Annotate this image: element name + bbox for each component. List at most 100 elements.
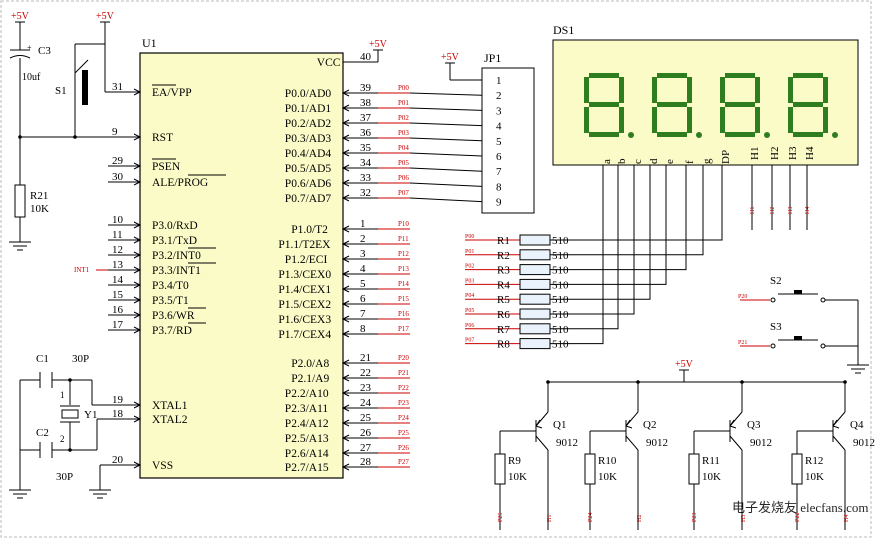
mcu-pin-name: P2.6/A14	[285, 448, 329, 460]
c2-value: 30P	[56, 471, 73, 483]
mcu-pin-number: 38	[360, 97, 372, 109]
base-resistor-value: 10K	[805, 471, 824, 483]
segres-net-label: P07	[465, 338, 474, 344]
mcu-pin-number: 5	[360, 278, 366, 290]
segment-c	[823, 107, 828, 133]
net-label: P16	[398, 310, 409, 318]
c3-ref: C3	[38, 45, 51, 57]
pin-arrow	[341, 255, 350, 263]
vcc-label: +5V	[96, 11, 115, 22]
pin-arrow	[133, 162, 142, 170]
mcu-body	[139, 52, 344, 479]
driver-in-label: P24	[588, 513, 594, 522]
segres-net-label: P03	[465, 278, 474, 284]
segres-to-display	[550, 175, 667, 285]
segres-value: 510	[552, 309, 569, 321]
segment-a	[793, 73, 823, 78]
segres-ref-R7: R7	[497, 324, 510, 336]
ds1-pin-H1: H1	[749, 147, 761, 160]
segres-value: 510	[552, 324, 569, 336]
digit-net-label: H3	[788, 207, 794, 214]
mcu-pin-number: 13	[112, 259, 124, 271]
segres-body	[519, 264, 551, 276]
pin-arrow	[341, 119, 350, 127]
net-label: P04	[398, 144, 409, 152]
segres-ref-R3: R3	[497, 265, 510, 277]
mcu-pin-number: 16	[112, 304, 124, 316]
segres-body	[519, 323, 551, 335]
pin-arrow	[133, 296, 142, 304]
mcu-pin-number: 14	[112, 274, 124, 286]
digit-4	[788, 73, 838, 138]
mcu-pin-number: 27	[360, 442, 372, 454]
mcu-pin-name: P1.1/T2EX	[278, 239, 331, 251]
pin-arrow	[341, 104, 350, 112]
pin-arrow	[341, 419, 350, 427]
pin-arrow	[341, 225, 350, 233]
pin-arrow	[341, 149, 350, 157]
watermark: 电子发烧友 elecfans.com	[732, 500, 868, 515]
mcu-pin-name: P3.3/INT1	[152, 265, 201, 277]
net-label: P17	[398, 325, 409, 333]
pin-arrow	[341, 404, 350, 412]
transistor-type: 9012	[556, 437, 578, 449]
c1-ref: C1	[36, 353, 49, 365]
pin-arrow	[341, 359, 350, 367]
segment-f	[720, 77, 725, 103]
s1-contact	[74, 59, 89, 74]
mcu-pin-number: 6	[360, 293, 366, 305]
segment-dp	[628, 132, 634, 138]
segment-d	[725, 132, 755, 137]
s1-button	[82, 70, 88, 105]
segment-b	[823, 77, 828, 103]
segres-value: 510	[552, 339, 569, 351]
mcu-pin-name: P1.6/CEX3	[278, 314, 331, 326]
r21-body	[14, 184, 26, 218]
pin-arrow	[341, 179, 350, 187]
base-resistor-ref-R11: R11	[702, 455, 720, 467]
jp1-wire	[409, 197, 483, 203]
pin-arrow	[133, 281, 142, 289]
segres-net-label: P05	[465, 308, 474, 314]
digit-net-label: H1	[750, 207, 756, 214]
segment-e	[652, 107, 657, 133]
segment-a	[589, 73, 619, 78]
digit-net-label: H2	[770, 207, 776, 214]
mcu-pin-name: P2.7/A15	[285, 462, 329, 474]
segment-g	[725, 102, 755, 107]
segment-b	[619, 77, 624, 103]
segres-to-display	[550, 175, 635, 315]
ds1-pin-DP: DP	[720, 150, 732, 164]
mcu-pin-number: 20	[112, 454, 124, 466]
pin-arrow	[133, 461, 142, 469]
segres-net-label: P00	[465, 234, 474, 240]
mcu-pin-name: PSEN	[152, 161, 181, 173]
pin-arrow	[341, 270, 350, 278]
transistor-type: 9012	[853, 437, 875, 449]
transistor-arrow	[832, 419, 840, 429]
junction-dot	[843, 380, 847, 384]
mcu-pin-number: 35	[360, 142, 372, 154]
transistor-collector	[832, 435, 846, 451]
driver-in-label: P25	[498, 513, 504, 522]
base-resistor-value: 10K	[702, 471, 721, 483]
pin-arrow	[133, 221, 142, 229]
mcu-pin-number: 17	[112, 319, 124, 331]
segment-g	[657, 102, 687, 107]
mcu-pin-name: VCC	[317, 57, 341, 69]
driver-in-label: P22	[795, 513, 801, 522]
switch-contact	[770, 343, 776, 349]
mcu-pin-number: 22	[360, 367, 371, 379]
driver-out-label: H2	[637, 515, 643, 522]
base-resistor	[688, 453, 700, 485]
switch-net-label: P20	[738, 294, 747, 300]
mcu-pin-name: P1.7/CEX4	[278, 329, 331, 341]
junction-dot	[740, 380, 744, 384]
pin-arrow	[341, 194, 350, 202]
mcu-pin-name: RST	[152, 132, 173, 144]
segres-value: 510	[552, 279, 569, 291]
segres-to-display	[550, 175, 604, 345]
